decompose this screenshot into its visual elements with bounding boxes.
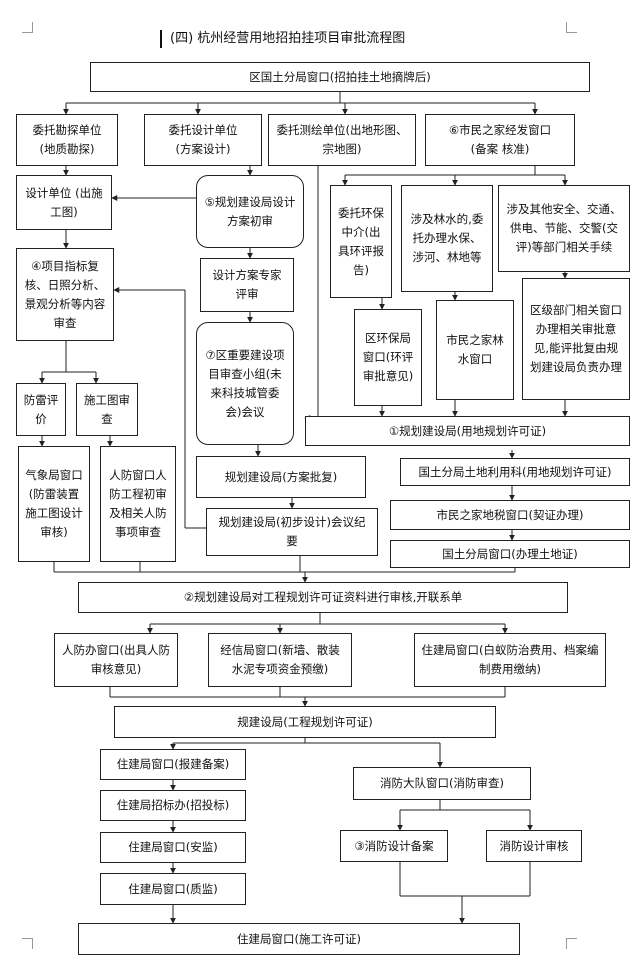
- node-guihua1: ①规划建设局(用地规划许可证): [305, 416, 630, 446]
- node-xuke: 住建局窗口(施工许可证): [78, 923, 520, 955]
- node-zhuanjia: 设计方案专家评审: [200, 258, 294, 312]
- page-title: (四) 杭州经营用地招拍挂项目审批流程图: [160, 30, 405, 48]
- top-node: 区国土分局窗口(招拍挂土地摘牌后): [90, 62, 590, 92]
- node-gongcheng: 规建设局(工程规划许可证): [114, 706, 496, 738]
- node-anjian: 住建局窗口(安监): [100, 832, 246, 863]
- node-guihua2: ②规划建设局对工程规划许可证资料进行审核,开联系单: [78, 582, 568, 613]
- node-zhaobiao: 住建局招标办(招投标): [100, 790, 246, 821]
- node-zhongda7: ⑦区重要建设项目审查小组(未来科技城管委会)会议: [196, 322, 294, 445]
- node-linshui: 市民之家林水窗口: [436, 300, 514, 400]
- node-sheji: 委托设计单位 (方案设计): [144, 114, 262, 166]
- node-cehui: 委托测绘单位(出地形图、宗地图): [268, 114, 416, 166]
- node-qujibumen: 区级部门相关窗口办理相关审批意见,能评批复由规划建设局负责办理: [522, 278, 630, 400]
- node-zhijian: 住建局窗口(质监): [100, 873, 246, 905]
- node-renfang: 人防窗口人防工程初审及相关人防事项审查: [100, 446, 176, 562]
- node-tudi: 国土分局土地利用科(用地规划许可证): [400, 458, 630, 486]
- node-xiaofang: 消防大队窗口(消防审查): [353, 767, 531, 800]
- node-tudizheng: 国土分局窗口(办理土地证): [390, 540, 630, 568]
- node-fanglei: 防雷评价: [16, 383, 66, 436]
- node-zhujian-bai: 住建局窗口(白蚁防治费用、档案编制费用缴纳): [414, 633, 606, 687]
- node-anquan: 涉及其他安全、交通、供电、节能、交警(交评)等部门相关手续: [498, 185, 630, 272]
- node-xfsh: 消防设计审核: [486, 830, 582, 862]
- node-shigongtu: 施工图审查: [76, 383, 138, 436]
- node-shigong: 设计单位 (出施工图): [16, 175, 112, 230]
- node-baojian: 住建局窗口(报建备案): [100, 749, 246, 780]
- node-diqi: 市民之家地税窗口(契证办理): [390, 500, 630, 530]
- node-pifu: 规划建设局(方案批复): [196, 456, 366, 498]
- node-huanbao: 委托环保中介(出具环评报告): [330, 185, 392, 298]
- node-huanbaoju: 区环保局窗口(环评审批意见): [354, 309, 422, 406]
- node-renfangyj: 人防办窗口(出具人防审核意见): [54, 633, 178, 687]
- node-kancha: 委托勘探单位 (地质勘探): [16, 114, 118, 166]
- node-zhibiao4: ④项目指标复核、日照分析、景观分析等内容审查: [16, 248, 114, 341]
- node-smzj6: ⑥市民之家经发窗口 (备案 核准): [425, 114, 575, 166]
- node-chubu: 规划建设局(初步设计)会议纪要: [206, 508, 378, 556]
- node-guihua5: ⑤规划建设局设计方案初审: [196, 175, 304, 248]
- node-qixiang: 气象局窗口(防雷装置施工图设计审核): [18, 446, 90, 562]
- node-jingxin: 经信局窗口(新墙、散装水泥专项资金预缴): [208, 633, 352, 687]
- node-shuili: 涉及林水的,委托办理水保、涉河、林地等: [401, 185, 493, 292]
- node-xfba3: ③消防设计备案: [340, 830, 448, 862]
